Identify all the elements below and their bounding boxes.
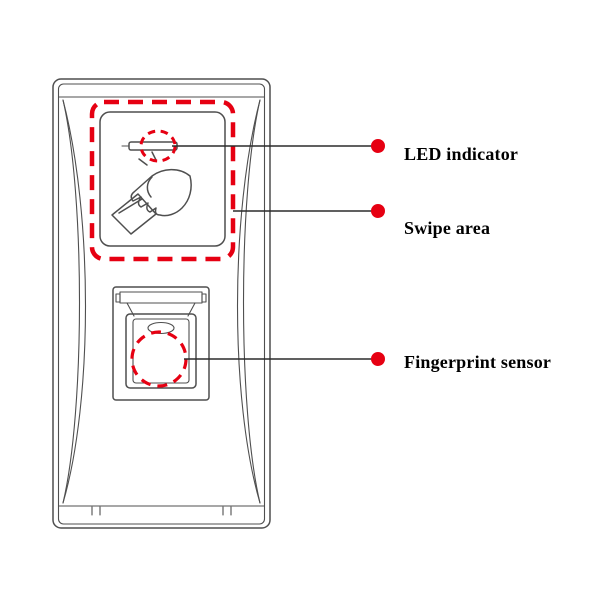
swipe-area-dashed-highlight <box>89 99 236 262</box>
swipe-area-label: Swipe area <box>404 218 491 238</box>
led-indicator-label: LED indicator <box>404 144 519 164</box>
swipe-callout-dot <box>371 204 385 218</box>
motion-line <box>138 158 148 166</box>
callout-connectors <box>172 139 385 366</box>
led-indicator-slot <box>121 141 178 151</box>
motion-line <box>151 151 157 161</box>
fingerprint-sensor-module <box>112 286 210 401</box>
hand-outline <box>130 168 192 217</box>
swipe-window-outline <box>99 111 226 247</box>
led-callout-dot <box>371 139 385 153</box>
fingerprint-callout-dot <box>371 352 385 366</box>
device-face-curve-left-inner <box>62 99 86 504</box>
fingerprint-sensor-label: Fingerprint sensor <box>404 352 552 372</box>
device-face-curve-right-inner <box>237 99 261 504</box>
thumb-fold-line <box>146 176 153 198</box>
device-face-curve-left-outer <box>62 99 81 504</box>
device-face-curve-right-outer <box>242 99 261 504</box>
device-body-outline <box>52 78 271 529</box>
led-dashed-highlight <box>139 129 177 163</box>
fingerprint-dashed-highlight <box>130 330 188 388</box>
card-swipe-hand-icon <box>111 151 192 235</box>
